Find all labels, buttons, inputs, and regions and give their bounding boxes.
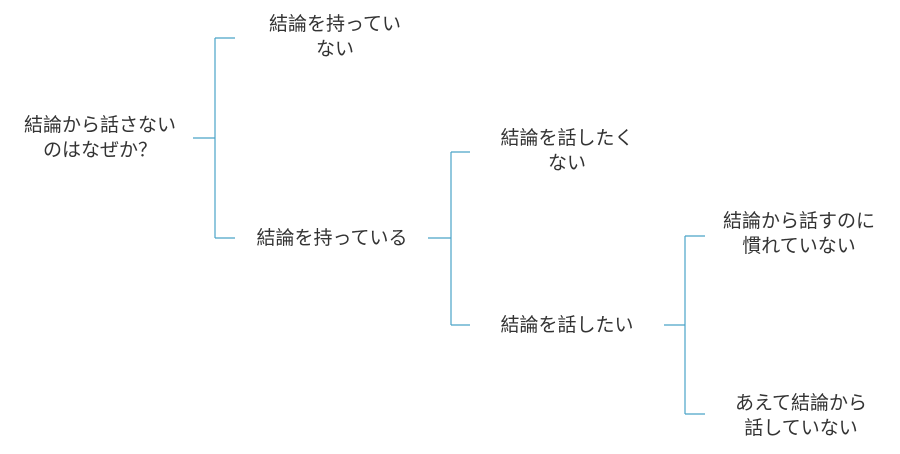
node-want-to-say: 結論を話したい (474, 313, 660, 338)
node-has-conclusion-text: 結論を持っている (256, 227, 408, 249)
root-node: 結論から話さない のはなぜか？ (8, 113, 192, 163)
node-intentionally-line1: あえて結論から (734, 392, 868, 414)
node-no-conclusion-line2: ない (315, 38, 354, 60)
node-intentionally: あえて結論から 話していない (708, 391, 894, 441)
node-no-conclusion-line1: 結論を持ってい (268, 13, 402, 35)
node-has-conclusion: 結論を持っている (238, 226, 426, 251)
node-not-used-to-line1: 結論から話すのに (722, 210, 875, 232)
node-intentionally-line2: 話していない (744, 417, 858, 439)
node-want-to-say-text: 結論を話したい (500, 314, 634, 336)
node-not-want-to-say-line2: ない (547, 152, 586, 174)
root-node-line1: 結論から話さない (23, 114, 176, 136)
node-not-want-to-say-line1: 結論を話したく (500, 127, 634, 149)
node-no-conclusion: 結論を持ってい ない (240, 12, 430, 62)
root-node-line2: のはなぜか？ (42, 139, 157, 161)
node-not-want-to-say: 結論を話したく ない (474, 126, 660, 176)
node-not-used-to: 結論から話すのに 慣れていない (706, 209, 892, 259)
node-not-used-to-line2: 慣れていない (742, 235, 856, 257)
